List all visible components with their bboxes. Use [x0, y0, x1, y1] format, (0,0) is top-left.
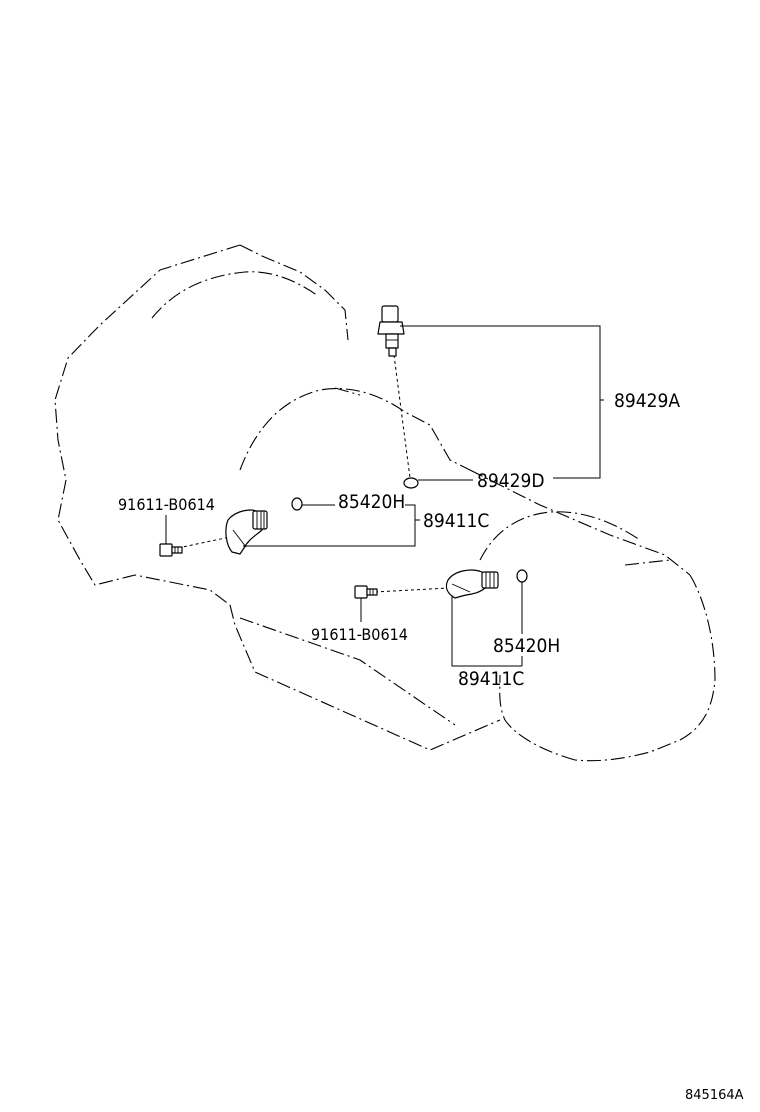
- speed-sensor-89411c-right: [445, 569, 499, 599]
- bolt-91611-left: [159, 543, 183, 557]
- callout-85420h-right: 85420H: [493, 635, 560, 657]
- figure-reference: 845164A: [685, 1088, 744, 1103]
- callout-89411c-right: 89411C: [458, 668, 524, 690]
- sensor-89429a: [377, 305, 405, 357]
- callout-91611-right: 91611-B0614: [311, 625, 408, 644]
- callout-89411c-left: 89411C: [423, 510, 489, 532]
- callout-89429a: 89429A: [614, 390, 680, 412]
- transmission-case-outline: [54, 244, 716, 762]
- callout-labels: 89429A 89429D 85420H 89411C 91611-B0614 …: [118, 390, 680, 690]
- callout-89429d: 89429D: [477, 470, 545, 492]
- callout-91611-left: 91611-B0614: [118, 495, 215, 514]
- oring-89429d: [403, 477, 419, 489]
- oring-85420h-right: [516, 569, 528, 583]
- leader-lines: [165, 325, 604, 667]
- bolt-91611-right: [354, 585, 378, 599]
- speed-sensor-89411c-left: [225, 509, 268, 555]
- callout-85420h-left: 85420H: [338, 491, 405, 513]
- installation-lines: [177, 354, 449, 593]
- oring-85420h-left: [291, 497, 303, 511]
